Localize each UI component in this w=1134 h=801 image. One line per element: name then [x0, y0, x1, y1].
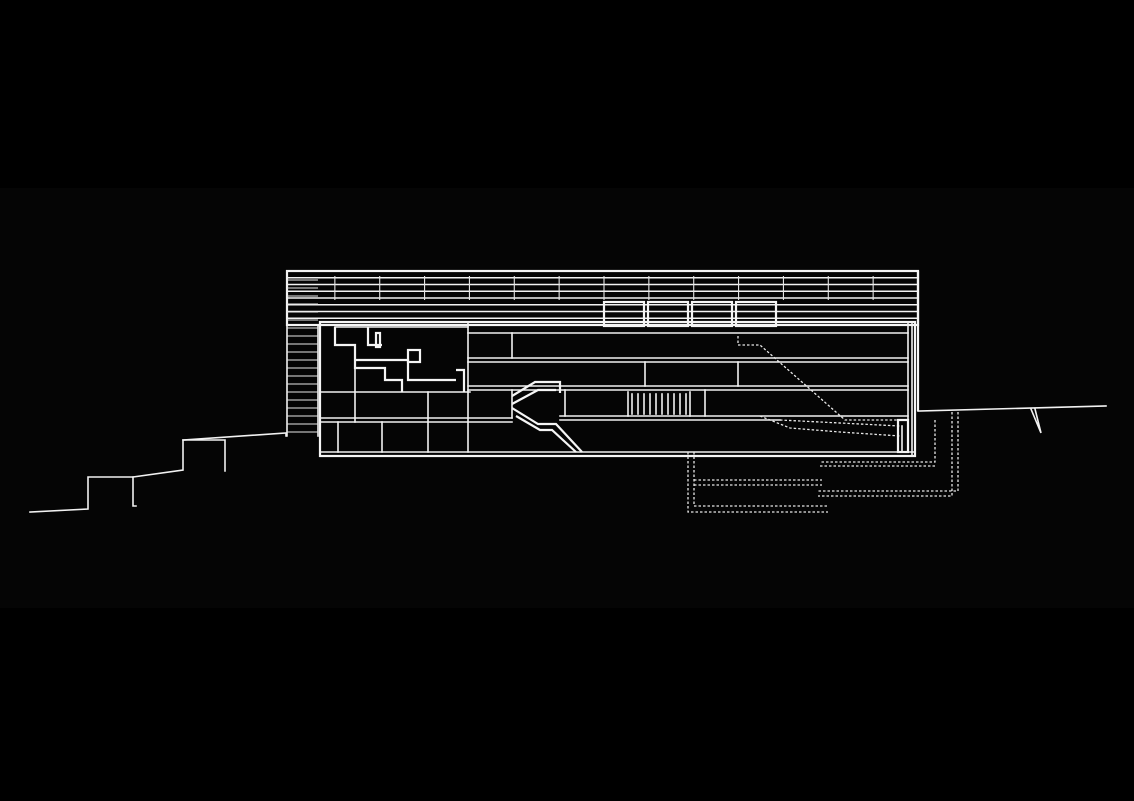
roof-cells: [334, 276, 874, 300]
dashed-circulation: [737, 336, 901, 437]
interior-walls: [337, 321, 739, 453]
stepped-gallery: [333, 326, 469, 423]
service-core: [896, 418, 910, 454]
foundation: [687, 412, 959, 513]
ground-line-left: [29, 432, 287, 513]
left-facade-louvres: [286, 270, 319, 437]
ground-line-right: [917, 405, 1107, 434]
diagonal-ramp: [511, 380, 583, 453]
right-wall: [911, 271, 920, 457]
drawing-panel: [0, 188, 1134, 608]
roof-slats: [286, 276, 919, 320]
roof-openings: [602, 300, 778, 328]
stair-treads: [627, 391, 691, 417]
